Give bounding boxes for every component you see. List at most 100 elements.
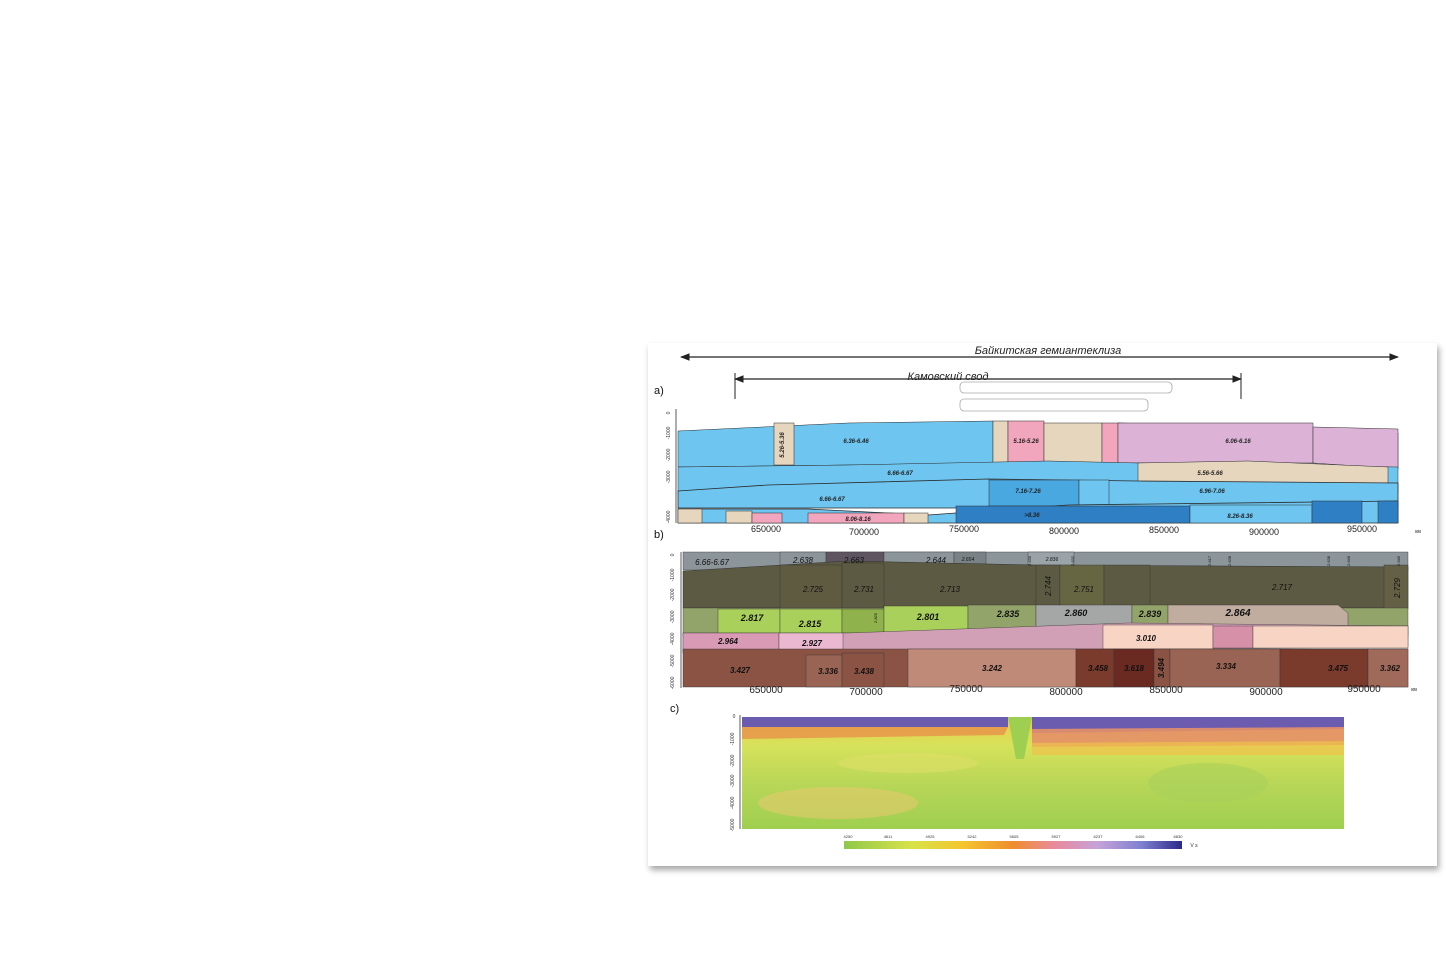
svg-text:750000: 750000 (949, 684, 983, 695)
panel-a-label: 6.96-7.06 (1199, 489, 1225, 495)
panel-b-label: 3.334 (1216, 662, 1237, 671)
panel-b-label: 3.427 (730, 666, 751, 675)
panel-b-label: 2.638 (792, 556, 814, 565)
panel-b-label: 2.713 (939, 585, 961, 594)
svg-text:650000: 650000 (751, 524, 781, 534)
svg-text:4611: 4611 (884, 834, 893, 839)
panel-b-depth-axis: 0 -1000 -2000 -3000 -4000 -5000 -6000 (670, 553, 676, 689)
panel-b-label: 3.475 (1328, 664, 1349, 673)
svg-text:5927: 5927 (1052, 834, 1062, 839)
panel-b-label: 3.010 (1136, 634, 1157, 643)
svg-text:0: 0 (670, 553, 676, 556)
panel-b-label: 2.839 (1138, 609, 1162, 619)
svg-text:-2000: -2000 (670, 588, 676, 601)
panel-b-label: 3.458 (1088, 664, 1109, 673)
svg-text:650000: 650000 (749, 685, 783, 696)
svg-text:950000: 950000 (1347, 524, 1377, 534)
svg-text:900000: 900000 (1249, 687, 1283, 698)
panel-c-seismic-section: 0 -1000 -2000 -3000 -4000 -5000 4250 461… (730, 714, 1344, 849)
svg-text:-5000: -5000 (670, 654, 676, 667)
panel-a-label: >8.36 (1024, 513, 1040, 519)
svg-text:5605: 5605 (1010, 834, 1020, 839)
svg-text:км: км (1411, 687, 1417, 693)
svg-text:800000: 800000 (1049, 687, 1083, 698)
panel-a-velocity-section: 0 -1000 -2000 -3000 -4000 (666, 409, 1421, 537)
panel-a-label: 5.26-5.36 (780, 432, 786, 458)
panel-b-x-axis: 650000 700000 750000 800000 850000 90000… (749, 684, 1417, 698)
panel-b-label: 2.646 (1346, 555, 1351, 567)
color-scale-ticks: 4250 4611 4925 5242 5605 5927 6237 6406 … (844, 834, 1199, 849)
panel-b-label: 2.632 (1070, 555, 1075, 567)
velocity-color-scale (844, 841, 1182, 849)
panel-a-label: 6.66-6.67 (819, 497, 845, 503)
svg-text:950000: 950000 (1347, 684, 1381, 695)
panel-b-label: 2.835 (996, 609, 1021, 619)
panel-c-depth-axis: 0 -1000 -2000 -3000 -4000 -5000 (730, 714, 736, 831)
svg-text:-4000: -4000 (666, 510, 672, 523)
panel-b-label: 2.731 (853, 585, 874, 594)
panel-a-label: 5.56-5.66 (1197, 471, 1223, 477)
kamov-arch-label: Камовский свод (908, 371, 989, 383)
panel-c-letter: c) (670, 703, 679, 715)
svg-text:6830: 6830 (1174, 834, 1184, 839)
panel-b-label: 2.801 (916, 612, 940, 622)
panel-a-letter: a) (654, 385, 664, 397)
svg-text:900000: 900000 (1249, 527, 1279, 537)
svg-text:0: 0 (666, 411, 672, 414)
svg-text:-1000: -1000 (666, 426, 672, 439)
panel-b-label: 2.638 (1227, 555, 1232, 567)
svg-text:-2000: -2000 (666, 448, 672, 461)
svg-text:-2000: -2000 (730, 754, 736, 767)
svg-text:800000: 800000 (1049, 526, 1079, 536)
panel-b-label: 3.336 (818, 667, 839, 676)
svg-text:V s: V s (1190, 843, 1198, 849)
panel-b-label: 2.729 (1393, 577, 1402, 599)
svg-text:-1000: -1000 (670, 568, 676, 581)
panel-b-label: 2.717 (1271, 583, 1293, 592)
svg-text:750000: 750000 (949, 524, 979, 534)
panel-a-label: 5.16-5.26 (1013, 439, 1039, 445)
panel-b-label: 2.860 (1064, 608, 1088, 618)
panel-b-label: 2.644 (925, 556, 947, 565)
panel-b-label: 2.815 (798, 619, 823, 629)
panel-a-label: 7.16-7.26 (1015, 489, 1041, 495)
svg-text:км: км (1415, 529, 1421, 535)
svg-text:700000: 700000 (849, 527, 879, 537)
panel-a-label: 6.66-6.67 (887, 471, 913, 477)
panel-b-label: 3.438 (854, 667, 875, 676)
panel-b-label: 6.66-6.67 (695, 558, 729, 567)
svg-text:-3000: -3000 (670, 610, 676, 623)
svg-text:-3000: -3000 (730, 774, 736, 787)
svg-text:-3000: -3000 (666, 470, 672, 483)
panel-b-label: 2.617 (1207, 555, 1212, 567)
panel-b-density-section: 0 -1000 -2000 -3000 -4000 -5000 -6000 (670, 551, 1417, 698)
panel-b-label: 3.494 (1157, 657, 1166, 678)
svg-text:850000: 850000 (1149, 525, 1179, 535)
svg-text:4250: 4250 (844, 834, 854, 839)
svg-text:850000: 850000 (1149, 685, 1183, 696)
svg-text:0: 0 (733, 714, 736, 720)
svg-text:-4000: -4000 (730, 796, 736, 809)
svg-text:700000: 700000 (849, 687, 883, 698)
panel-a-label: 6.36-6.46 (843, 439, 869, 445)
panel-b-label: 2.836 (1045, 557, 1059, 563)
panel-b-label: 2.817 (740, 613, 765, 623)
panel-b-label: 3.242 (982, 664, 1003, 673)
panel-b-label: 2.630 (1027, 555, 1032, 567)
panel-b-label: 2.640 (1396, 555, 1401, 567)
geological-sections-figure: Байкитская гемиантеклиза Камовский свод … (654, 345, 1421, 849)
panel-b-label: 2.744 (1044, 575, 1053, 597)
svg-text:-5000: -5000 (730, 818, 736, 831)
svg-text:-1000: -1000 (730, 732, 736, 745)
figure-card: Байкитская гемиантеклиза Камовский свод … (648, 343, 1437, 866)
svg-text:6406: 6406 (1136, 834, 1146, 839)
panel-b-label: 2.751 (1073, 585, 1094, 594)
panel-b-label: 2.638 (1326, 555, 1331, 567)
panel-b-label: 2.820 (873, 612, 878, 624)
panel-b-label: 3.362 (1380, 664, 1401, 673)
svg-text:-4000: -4000 (670, 632, 676, 645)
panel-a-label: 8.06-8.16 (845, 517, 871, 523)
panel-a-depth-axis: 0 -1000 -2000 -3000 -4000 (666, 411, 672, 523)
panel-b-label: 2.864 (1224, 608, 1250, 619)
panel-b-label: 2.663 (843, 556, 865, 565)
